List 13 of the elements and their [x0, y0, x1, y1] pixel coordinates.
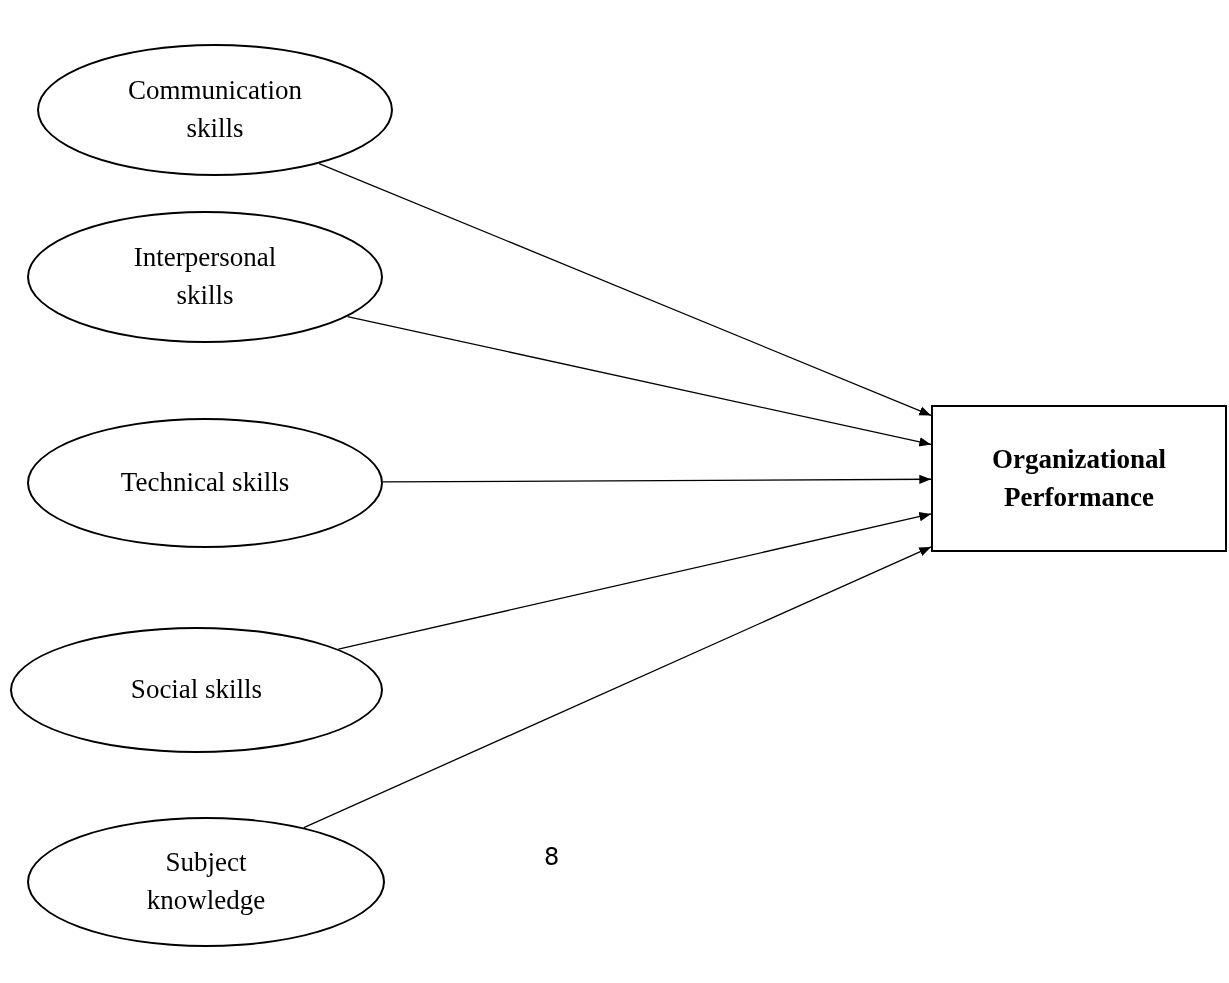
node-label: Organizational Performance	[991, 442, 1167, 514]
node-label: Subject knowledge	[145, 846, 267, 917]
page-number: 8	[544, 843, 560, 871]
arrow	[346, 315, 932, 447]
arrow	[382, 474, 932, 484]
arrow	[303, 546, 932, 829]
node-label: Interpersonal skills	[132, 241, 278, 312]
node-label: Social skills	[130, 673, 263, 707]
outcome-box	[931, 405, 1227, 552]
arrow	[337, 512, 932, 650]
node-label: Communication skills	[127, 74, 303, 145]
node-label: Technical skills	[120, 466, 290, 500]
arrow	[318, 162, 932, 417]
